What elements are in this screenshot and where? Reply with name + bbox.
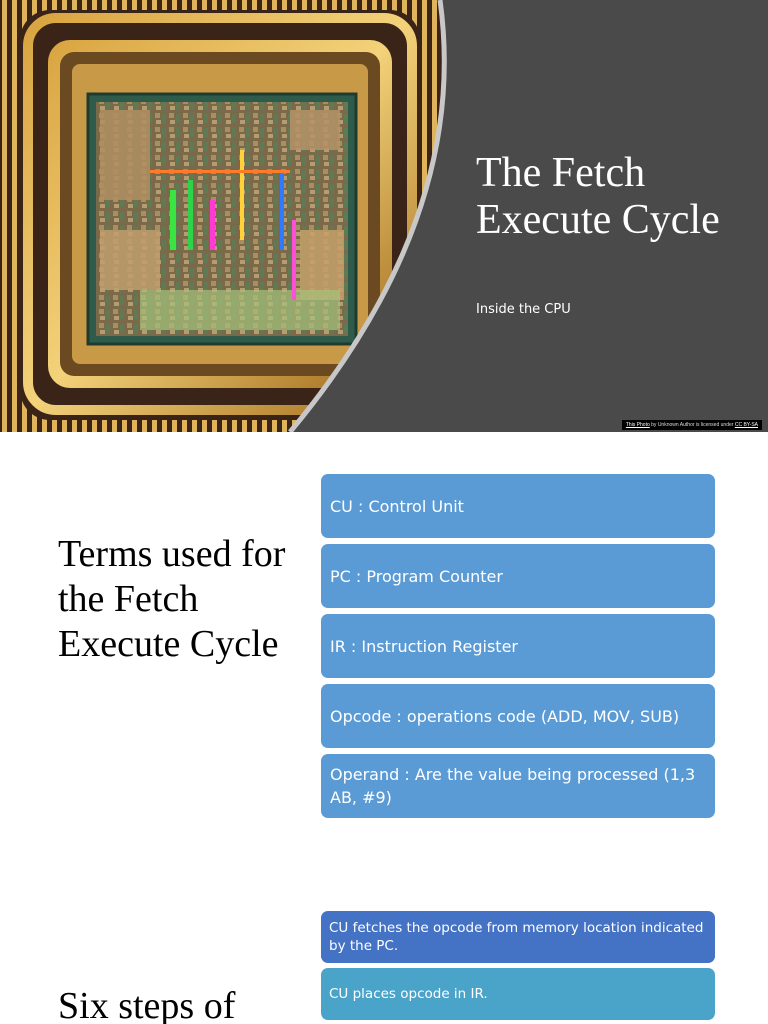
term-text: CU : Control Unit	[330, 496, 464, 516]
credit-text: by Unknown Author is licensed under	[649, 422, 735, 428]
term-box-cu: CU : Control Unit	[321, 474, 715, 538]
term-text: Operand : Are the value being processed …	[330, 765, 696, 807]
term-text: Opcode : operations code (ADD, MOV, SUB)	[330, 706, 680, 726]
slide-title: The Fetch Execute Cycle	[476, 150, 720, 243]
steps-slide: Six steps of CU fetches the opcode from …	[0, 832, 768, 1024]
photo-link[interactable]: This Photo	[625, 422, 650, 428]
terms-title: Terms used for the Fetch Execute Cycle	[58, 533, 286, 665]
term-box-operand: Operand : Are the value being processed …	[321, 754, 715, 818]
term-box-ir: IR : Instruction Register	[321, 614, 715, 678]
slide-subtitle: Inside the CPU	[476, 302, 571, 317]
step-box-2: CU places opcode in IR.	[321, 968, 715, 1020]
steps-title: Six steps of	[58, 985, 236, 1024]
terms-slide: Terms used for the Fetch Execute Cycle C…	[0, 432, 768, 832]
term-box-pc: PC : Program Counter	[321, 544, 715, 608]
term-box-opcode: Opcode : operations code (ADD, MOV, SUB)	[321, 684, 715, 748]
step-text: CU fetches the opcode from memory locati…	[329, 920, 704, 954]
title-slide: The Fetch Execute Cycle Inside the CPU T…	[0, 0, 768, 432]
term-text: IR : Instruction Register	[330, 636, 518, 656]
step-box-1: CU fetches the opcode from memory locati…	[321, 911, 715, 963]
license-link[interactable]: CC BY-SA	[734, 422, 758, 428]
term-text: PC : Program Counter	[330, 566, 503, 586]
step-text: CU places opcode in IR.	[329, 986, 488, 1002]
photo-credit: This Photo by Unknown Author is licensed…	[621, 420, 762, 430]
cpu-chip-photo	[0, 0, 447, 432]
